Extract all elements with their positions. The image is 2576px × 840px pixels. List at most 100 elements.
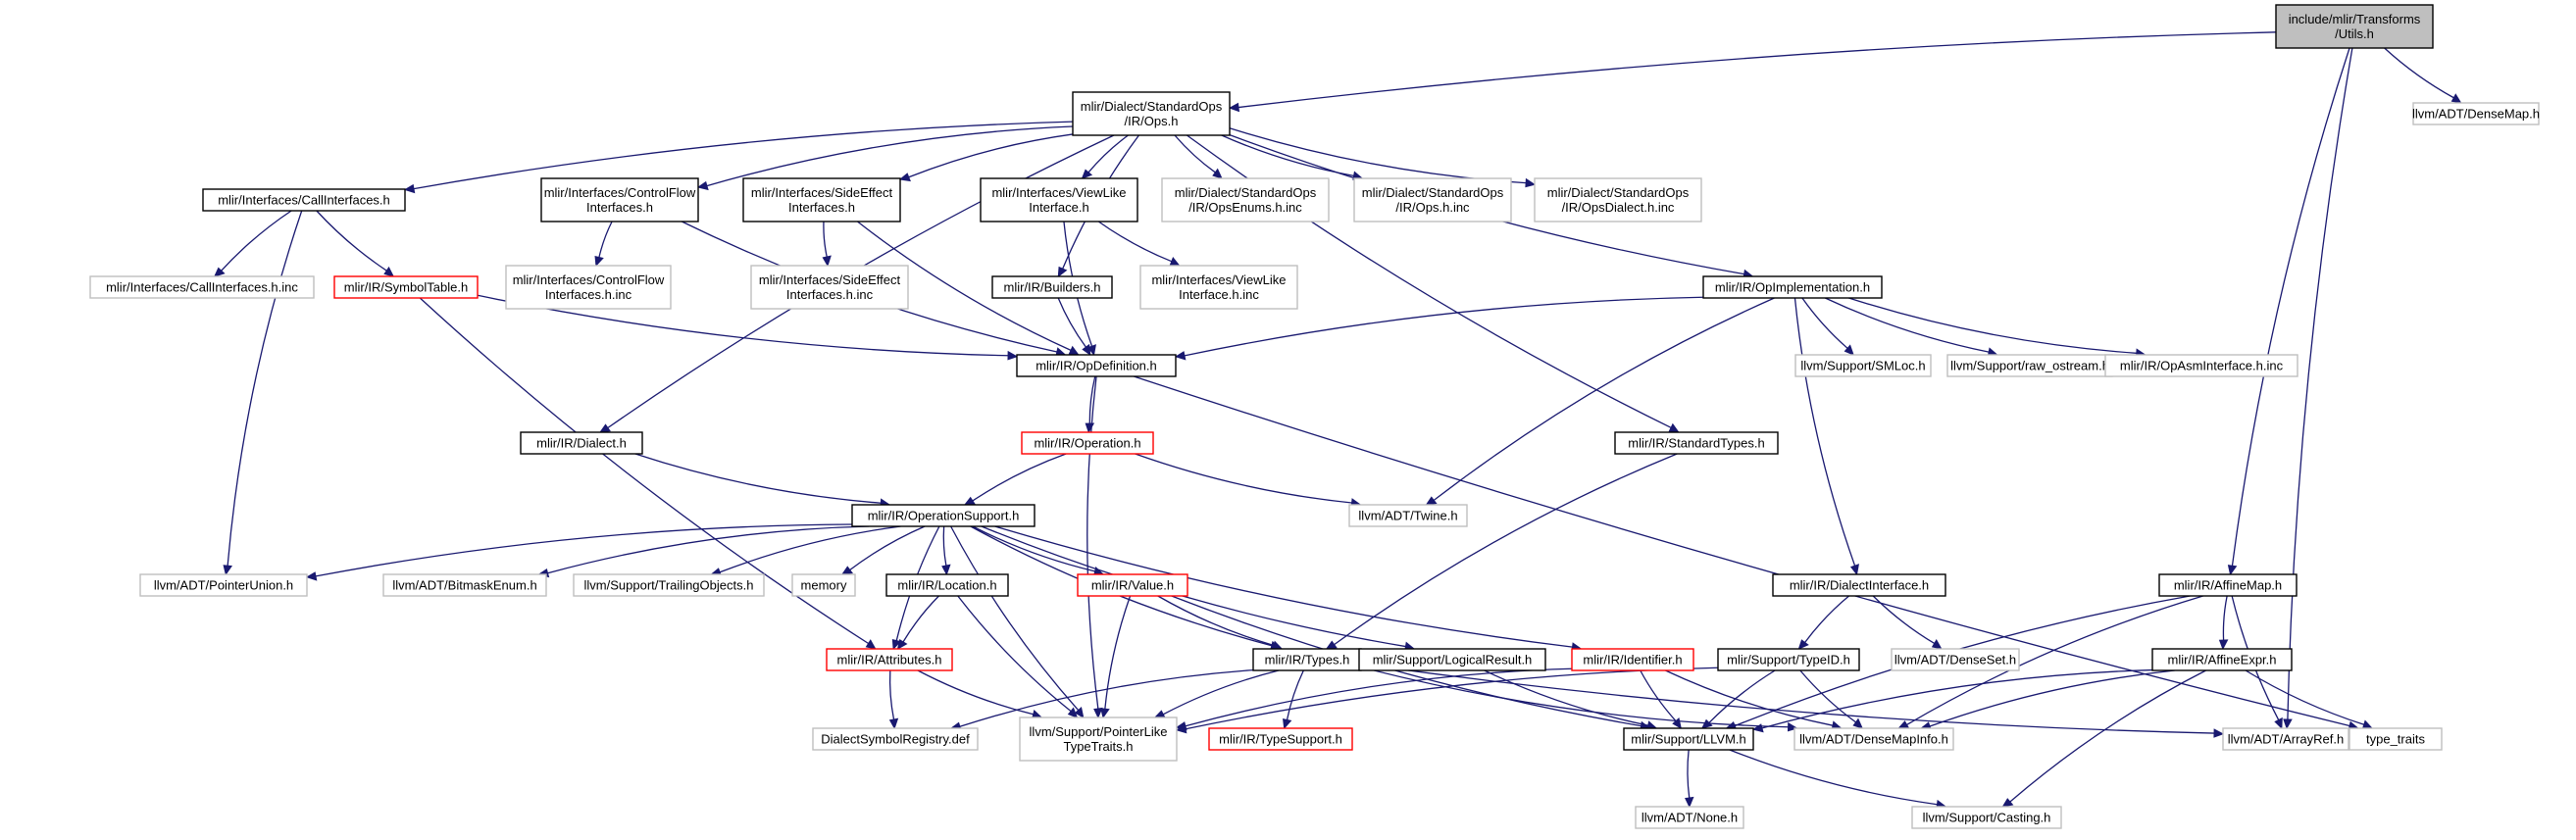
edge-arrowhead xyxy=(2001,798,2014,808)
node-box xyxy=(1702,275,1883,299)
edge-opsupport-to-ptrlike xyxy=(950,525,1085,719)
edge-dialectif-to-typeid xyxy=(1797,595,1849,650)
node-label: llvm/Support/SMLoc.h xyxy=(1800,359,1925,373)
node-utils[interactable]: include/mlir/Transforms/Utils.h xyxy=(2275,4,2434,49)
node-operation[interactable]: mlir/IR/Operation.h xyxy=(1021,431,1154,455)
node-label: mlir/IR/Attributes.h xyxy=(837,653,942,667)
edge-line xyxy=(1184,296,1704,357)
node-label: mlir/Support/LogicalResult.h xyxy=(1373,653,1533,667)
node-label: mlir/Dialect/StandardOps xyxy=(1547,185,1690,200)
edge-arrowhead xyxy=(1700,718,1713,729)
edge-arrowhead xyxy=(1081,169,1093,179)
edge-arrowhead xyxy=(1931,639,1943,650)
node-opsupport[interactable]: mlir/IR/OperationSupport.h xyxy=(851,504,1035,527)
edge-typeid-to-densemapinfo xyxy=(1799,669,1864,729)
edge-utils-to-arrayref xyxy=(2283,47,2353,730)
node-box xyxy=(1793,727,1954,751)
edge-affineexpr-to-densemapinfo xyxy=(1920,669,2175,731)
edge-arrowhead xyxy=(2213,728,2225,738)
edge-arrowhead xyxy=(383,266,395,277)
edge-opimpl-to-opasm xyxy=(1848,297,2147,358)
node-box xyxy=(573,573,765,597)
node-label: TypeTraits.h xyxy=(1063,739,1133,754)
node-location[interactable]: mlir/IR/Location.h xyxy=(885,573,1009,597)
node-label: mlir/IR/TypeSupport.h xyxy=(1219,732,1342,747)
edge-line xyxy=(1171,595,1642,727)
node-logical[interactable]: mlir/Support/LogicalResult.h xyxy=(1358,648,1546,671)
node-identifier[interactable]: mlir/IR/Identifier.h xyxy=(1571,648,1694,671)
node-label: Interfaces.h.inc xyxy=(786,287,874,302)
node-typesupport[interactable]: mlir/IR/TypeSupport.h xyxy=(1208,727,1353,751)
node-smloc: llvm/Support/SMLoc.h xyxy=(1794,354,1932,377)
edge-arrowhead xyxy=(1668,422,1680,433)
edge-arrowhead xyxy=(1852,717,1864,729)
edge-types-to-densemapinfo xyxy=(1360,667,1798,732)
node-box xyxy=(2158,573,2298,597)
node-label: mlir/IR/Builders.h xyxy=(1004,280,1101,295)
node-label: mlir/Dialect/StandardOps xyxy=(1081,99,1223,114)
edge-line xyxy=(227,210,303,567)
edge-seif-to-seifinc xyxy=(822,221,832,268)
edge-arrowhead xyxy=(1174,351,1187,361)
node-attrs[interactable]: mlir/IR/Attributes.h xyxy=(826,648,953,671)
node-llvmh[interactable]: mlir/Support/LLVM.h xyxy=(1623,727,1754,751)
node-opsinc: mlir/Dialect/StandardOps/IR/Ops.h.inc xyxy=(1353,177,1512,222)
edge-line xyxy=(719,525,901,573)
node-box xyxy=(1358,648,1546,671)
node-box xyxy=(2412,102,2540,125)
edge-line xyxy=(981,525,1406,648)
node-box xyxy=(1016,354,1177,377)
node-box xyxy=(750,265,909,310)
edge-line xyxy=(950,525,1080,712)
node-box xyxy=(89,275,315,299)
node-value[interactable]: mlir/IR/Value.h xyxy=(1077,573,1188,597)
edge-callif-to-callifinc xyxy=(213,210,292,277)
edge-arrowhead xyxy=(2218,639,2229,651)
edge-line xyxy=(2009,669,2206,803)
node-box xyxy=(520,431,643,455)
edge-arrowhead xyxy=(1074,707,1085,719)
node-builders[interactable]: mlir/IR/Builders.h xyxy=(991,275,1113,299)
node-label: mlir/IR/Location.h xyxy=(897,578,996,593)
node-box xyxy=(742,177,901,222)
edge-cfif-to-cfifinc xyxy=(594,221,613,268)
edge-line xyxy=(2384,47,2454,99)
edge-arrowhead xyxy=(403,183,416,194)
node-opsenums: mlir/Dialect/StandardOps/IR/OpsEnums.h.i… xyxy=(1161,177,1330,222)
edge-arrowhead xyxy=(941,564,951,576)
node-affinemap[interactable]: mlir/IR/AffineMap.h xyxy=(2158,573,2298,597)
edge-line xyxy=(221,210,292,272)
edge-arrowhead xyxy=(1085,422,1095,434)
node-box xyxy=(1353,177,1512,222)
node-densemapinfo: llvm/ADT/DenseMapInfo.h xyxy=(1793,727,1954,751)
node-box xyxy=(2275,4,2434,49)
node-label: mlir/IR/DialectInterface.h xyxy=(1790,578,1929,593)
node-dialect[interactable]: mlir/IR/Dialect.h xyxy=(520,431,643,455)
node-dialectif[interactable]: mlir/IR/DialectInterface.h xyxy=(1772,573,1946,597)
node-opdef[interactable]: mlir/IR/OpDefinition.h xyxy=(1016,354,1177,377)
node-densemap: llvm/ADT/DenseMap.h xyxy=(2412,102,2540,125)
node-ops[interactable]: mlir/Dialect/StandardOps/IR/Ops.h xyxy=(1072,91,1231,136)
node-types[interactable]: mlir/IR/Types.h xyxy=(1252,648,1362,671)
edge-line xyxy=(1687,749,1691,799)
node-callifinc: mlir/Interfaces/CallInterfaces.h.inc xyxy=(89,275,315,299)
edge-line xyxy=(1484,669,1648,726)
node-label: llvm/Support/Casting.h xyxy=(1923,811,2051,825)
node-callif[interactable]: mlir/Interfaces/CallInterfaces.h xyxy=(202,188,406,212)
node-label: /IR/Ops.h xyxy=(1125,114,1179,128)
edge-arrowhead xyxy=(1283,718,1292,730)
node-opasm: mlir/IR/OpAsmInterface.h.inc xyxy=(2104,354,2298,377)
node-label: mlir/IR/Types.h xyxy=(1265,653,1350,667)
nodes-layer: include/mlir/Transforms/Utils.h mlir/Dial… xyxy=(89,4,2540,829)
node-typeid[interactable]: mlir/Support/TypeID.h xyxy=(1717,648,1860,671)
edge-utils-to-affinemap xyxy=(2227,47,2350,576)
node-affineexpr[interactable]: mlir/IR/AffineExpr.h xyxy=(2151,648,2293,671)
node-label: /IR/OpsEnums.h.inc xyxy=(1188,200,1302,215)
node-stdtypes[interactable]: mlir/IR/StandardTypes.h xyxy=(1614,431,1779,455)
node-box xyxy=(791,573,856,597)
node-symtab[interactable]: mlir/IR/SymbolTable.h xyxy=(333,275,479,299)
node-opimpl[interactable]: mlir/IR/OpImplementation.h xyxy=(1702,275,1883,299)
